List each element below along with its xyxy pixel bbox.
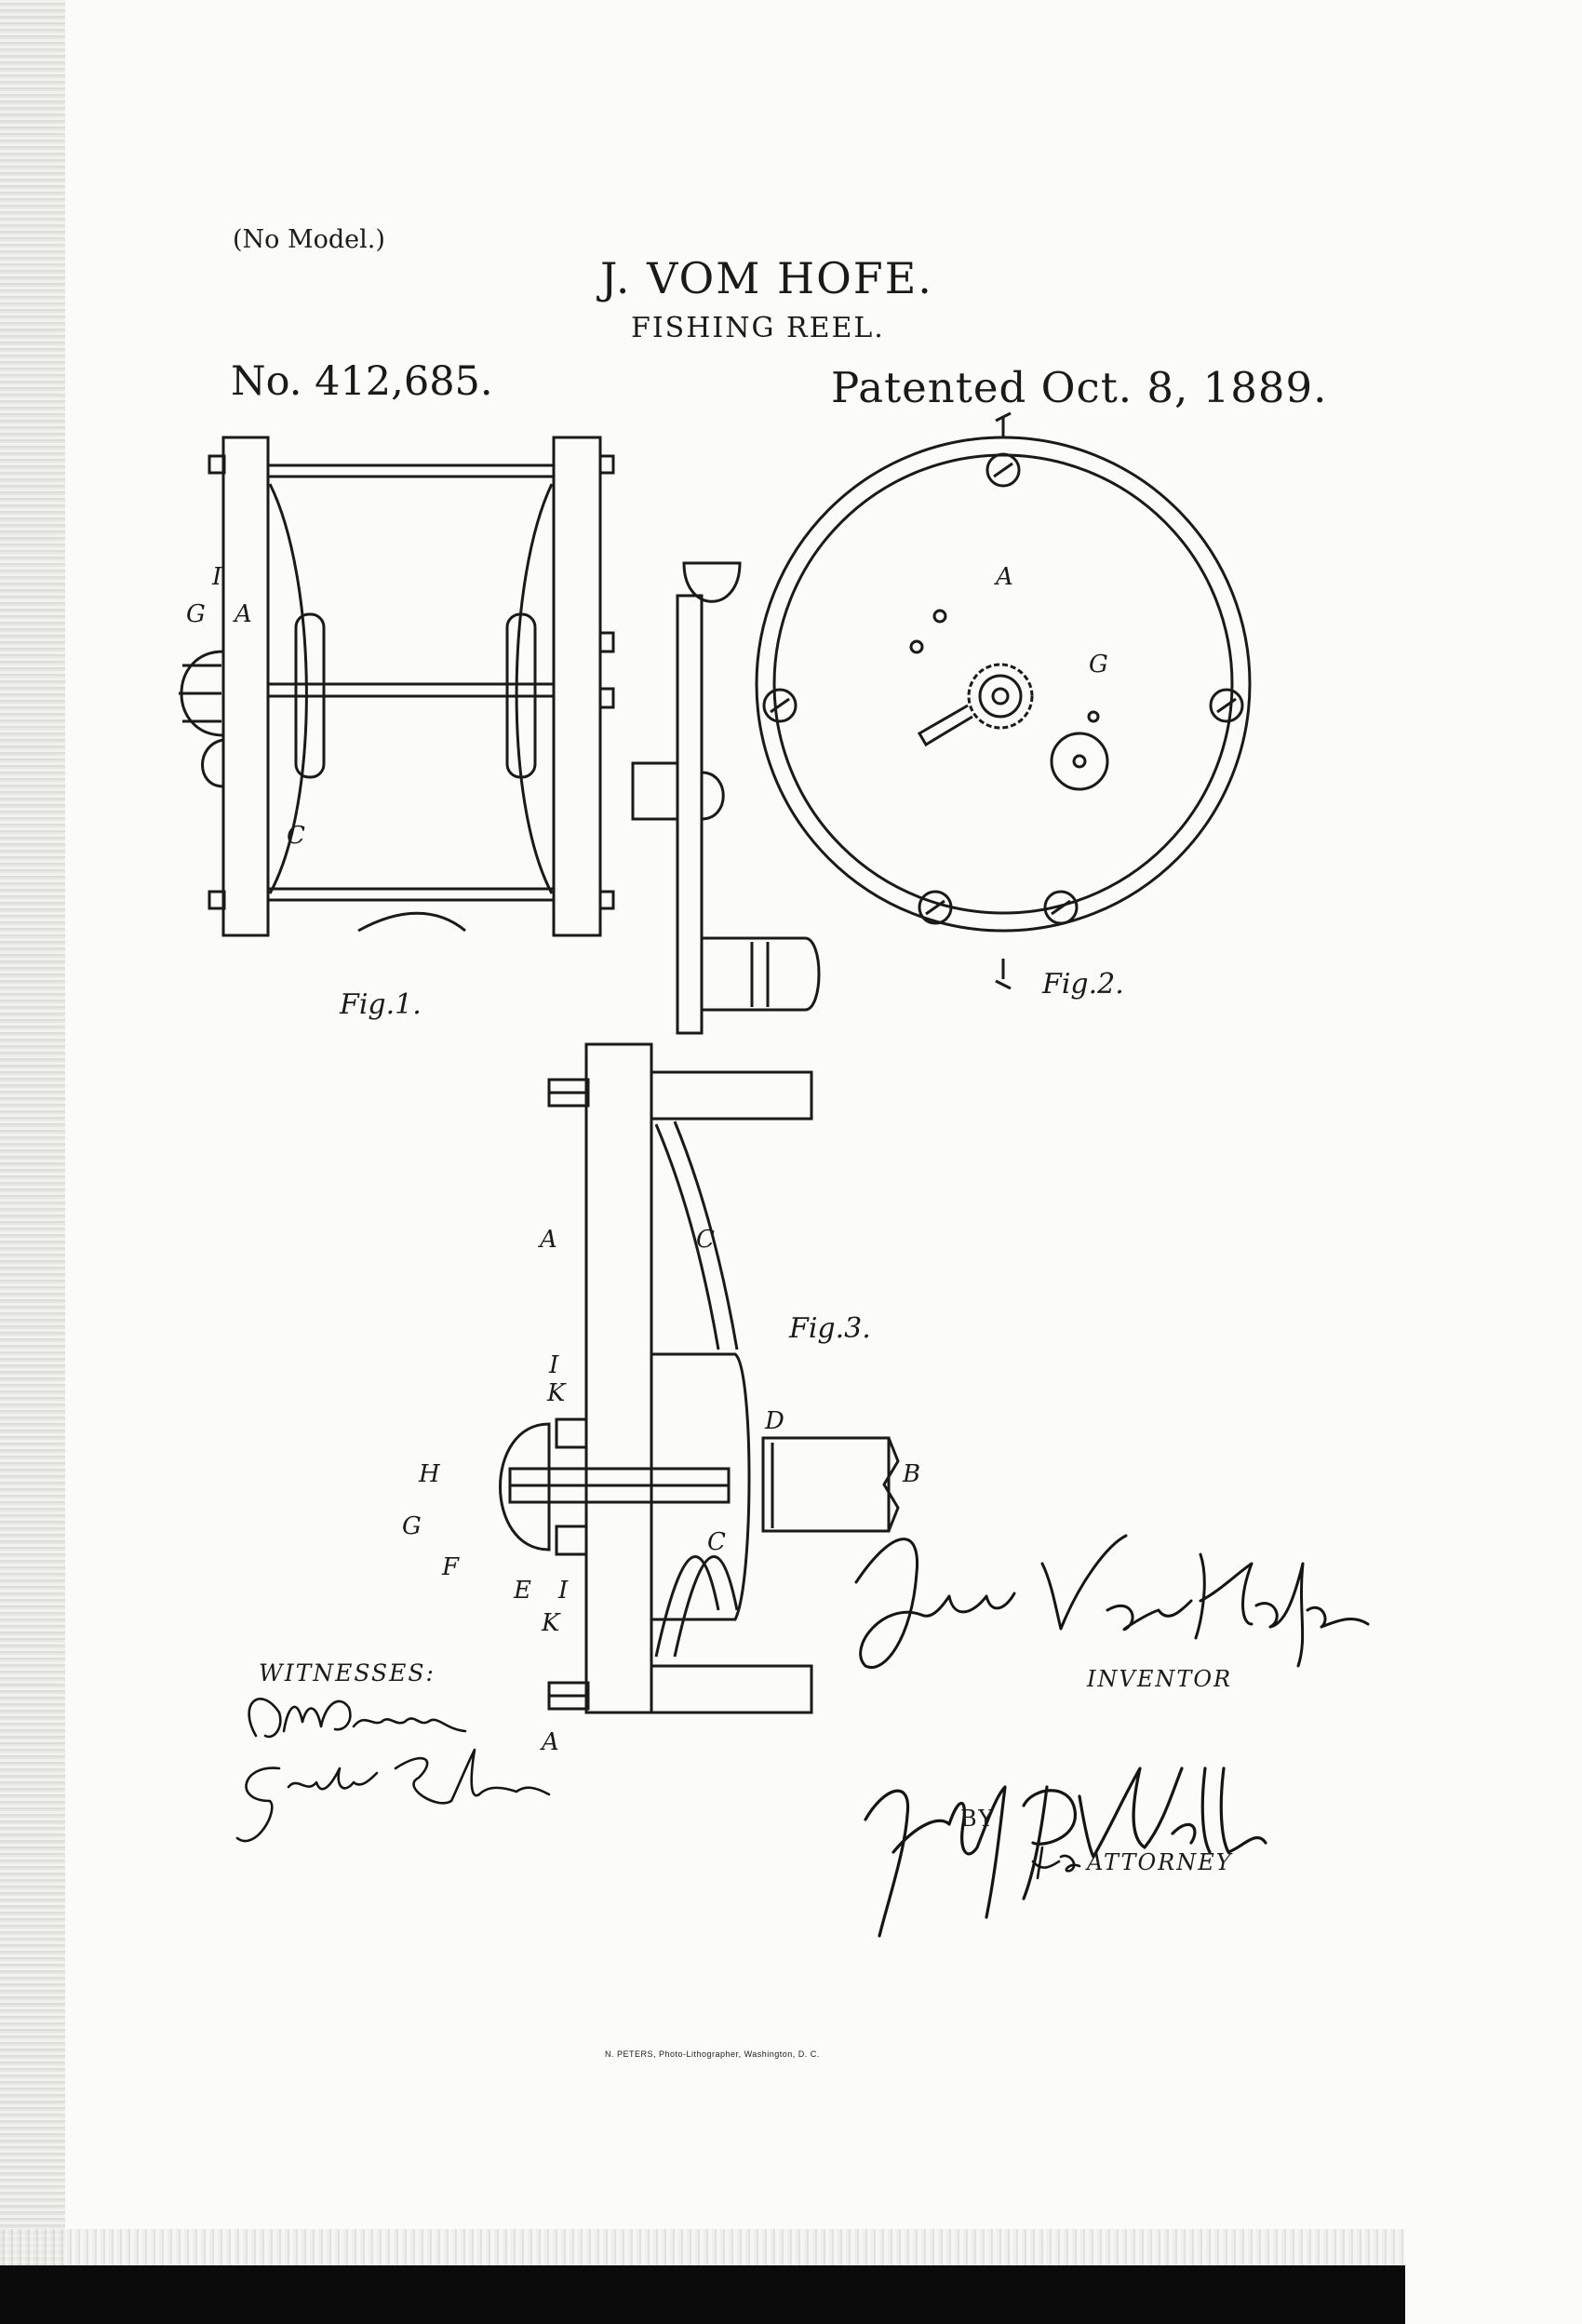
figure-1-label: Fig.1. (340, 988, 422, 1021)
figure-2 (755, 411, 1252, 990)
fig3-part-i-bottom: I (557, 1577, 569, 1605)
attorney-signature (864, 1767, 1267, 1938)
fig3-part-f: F (441, 1553, 460, 1581)
figure-3-label: Fig.3. (789, 1312, 871, 1345)
fig3-part-k-bottom: K (541, 1609, 561, 1637)
witness-signature-1 (248, 1698, 467, 1739)
fig2-part-a: A (994, 563, 1013, 591)
fig3-part-g: G (402, 1512, 422, 1540)
no-model-text: (No Model.) (233, 225, 385, 254)
patent-number: No. 412,685. (231, 358, 493, 405)
figure-2-label: Fig.2. (1042, 968, 1124, 1001)
patent-date: Patented Oct. 8, 1889. (831, 363, 1328, 412)
fig3-part-i-top: I (548, 1351, 559, 1379)
printer-credit: N. PETERS, Photo-Lithographer, Washingto… (605, 2049, 820, 2059)
fig3-part-k-top: K (546, 1379, 567, 1407)
fig3-part-e: E (513, 1577, 531, 1605)
attorney-label: ATTORNEY (1087, 1849, 1233, 1875)
fig3-part-d: D (764, 1407, 784, 1435)
fig1-part-g: G (186, 600, 206, 628)
fig1-part-c: C (287, 822, 305, 850)
fig3-part-c-bottom: C (707, 1528, 726, 1556)
figure-1 (179, 436, 821, 1035)
scan-edge-bottom (0, 2229, 1405, 2265)
scan-edge-left (0, 0, 65, 2324)
by-label: BY (960, 1806, 996, 1832)
fig3-part-b: B (902, 1460, 920, 1488)
inventor-name: J. VOM HOFE. (600, 253, 933, 303)
figure-3 (499, 1042, 900, 1714)
fig3-part-a-top: A (538, 1226, 557, 1254)
witness-signature-2 (235, 1748, 551, 1843)
inventor-label: INVENTOR (1087, 1666, 1233, 1692)
fig3-part-h: H (418, 1460, 441, 1488)
fig1-part-a: A (233, 600, 252, 628)
scan-bottom-bar (0, 2265, 1405, 2324)
fig3-part-a-bottom: A (540, 1728, 559, 1756)
witnesses-label: WITNESSES: (259, 1659, 436, 1686)
fig2-part-g: G (1089, 651, 1108, 678)
inventor-signature (854, 1534, 1370, 1669)
fig3-part-c-top: C (696, 1226, 715, 1254)
patent-subject: FISHING REEL. (631, 312, 885, 344)
fig1-part-i: I (211, 563, 222, 591)
